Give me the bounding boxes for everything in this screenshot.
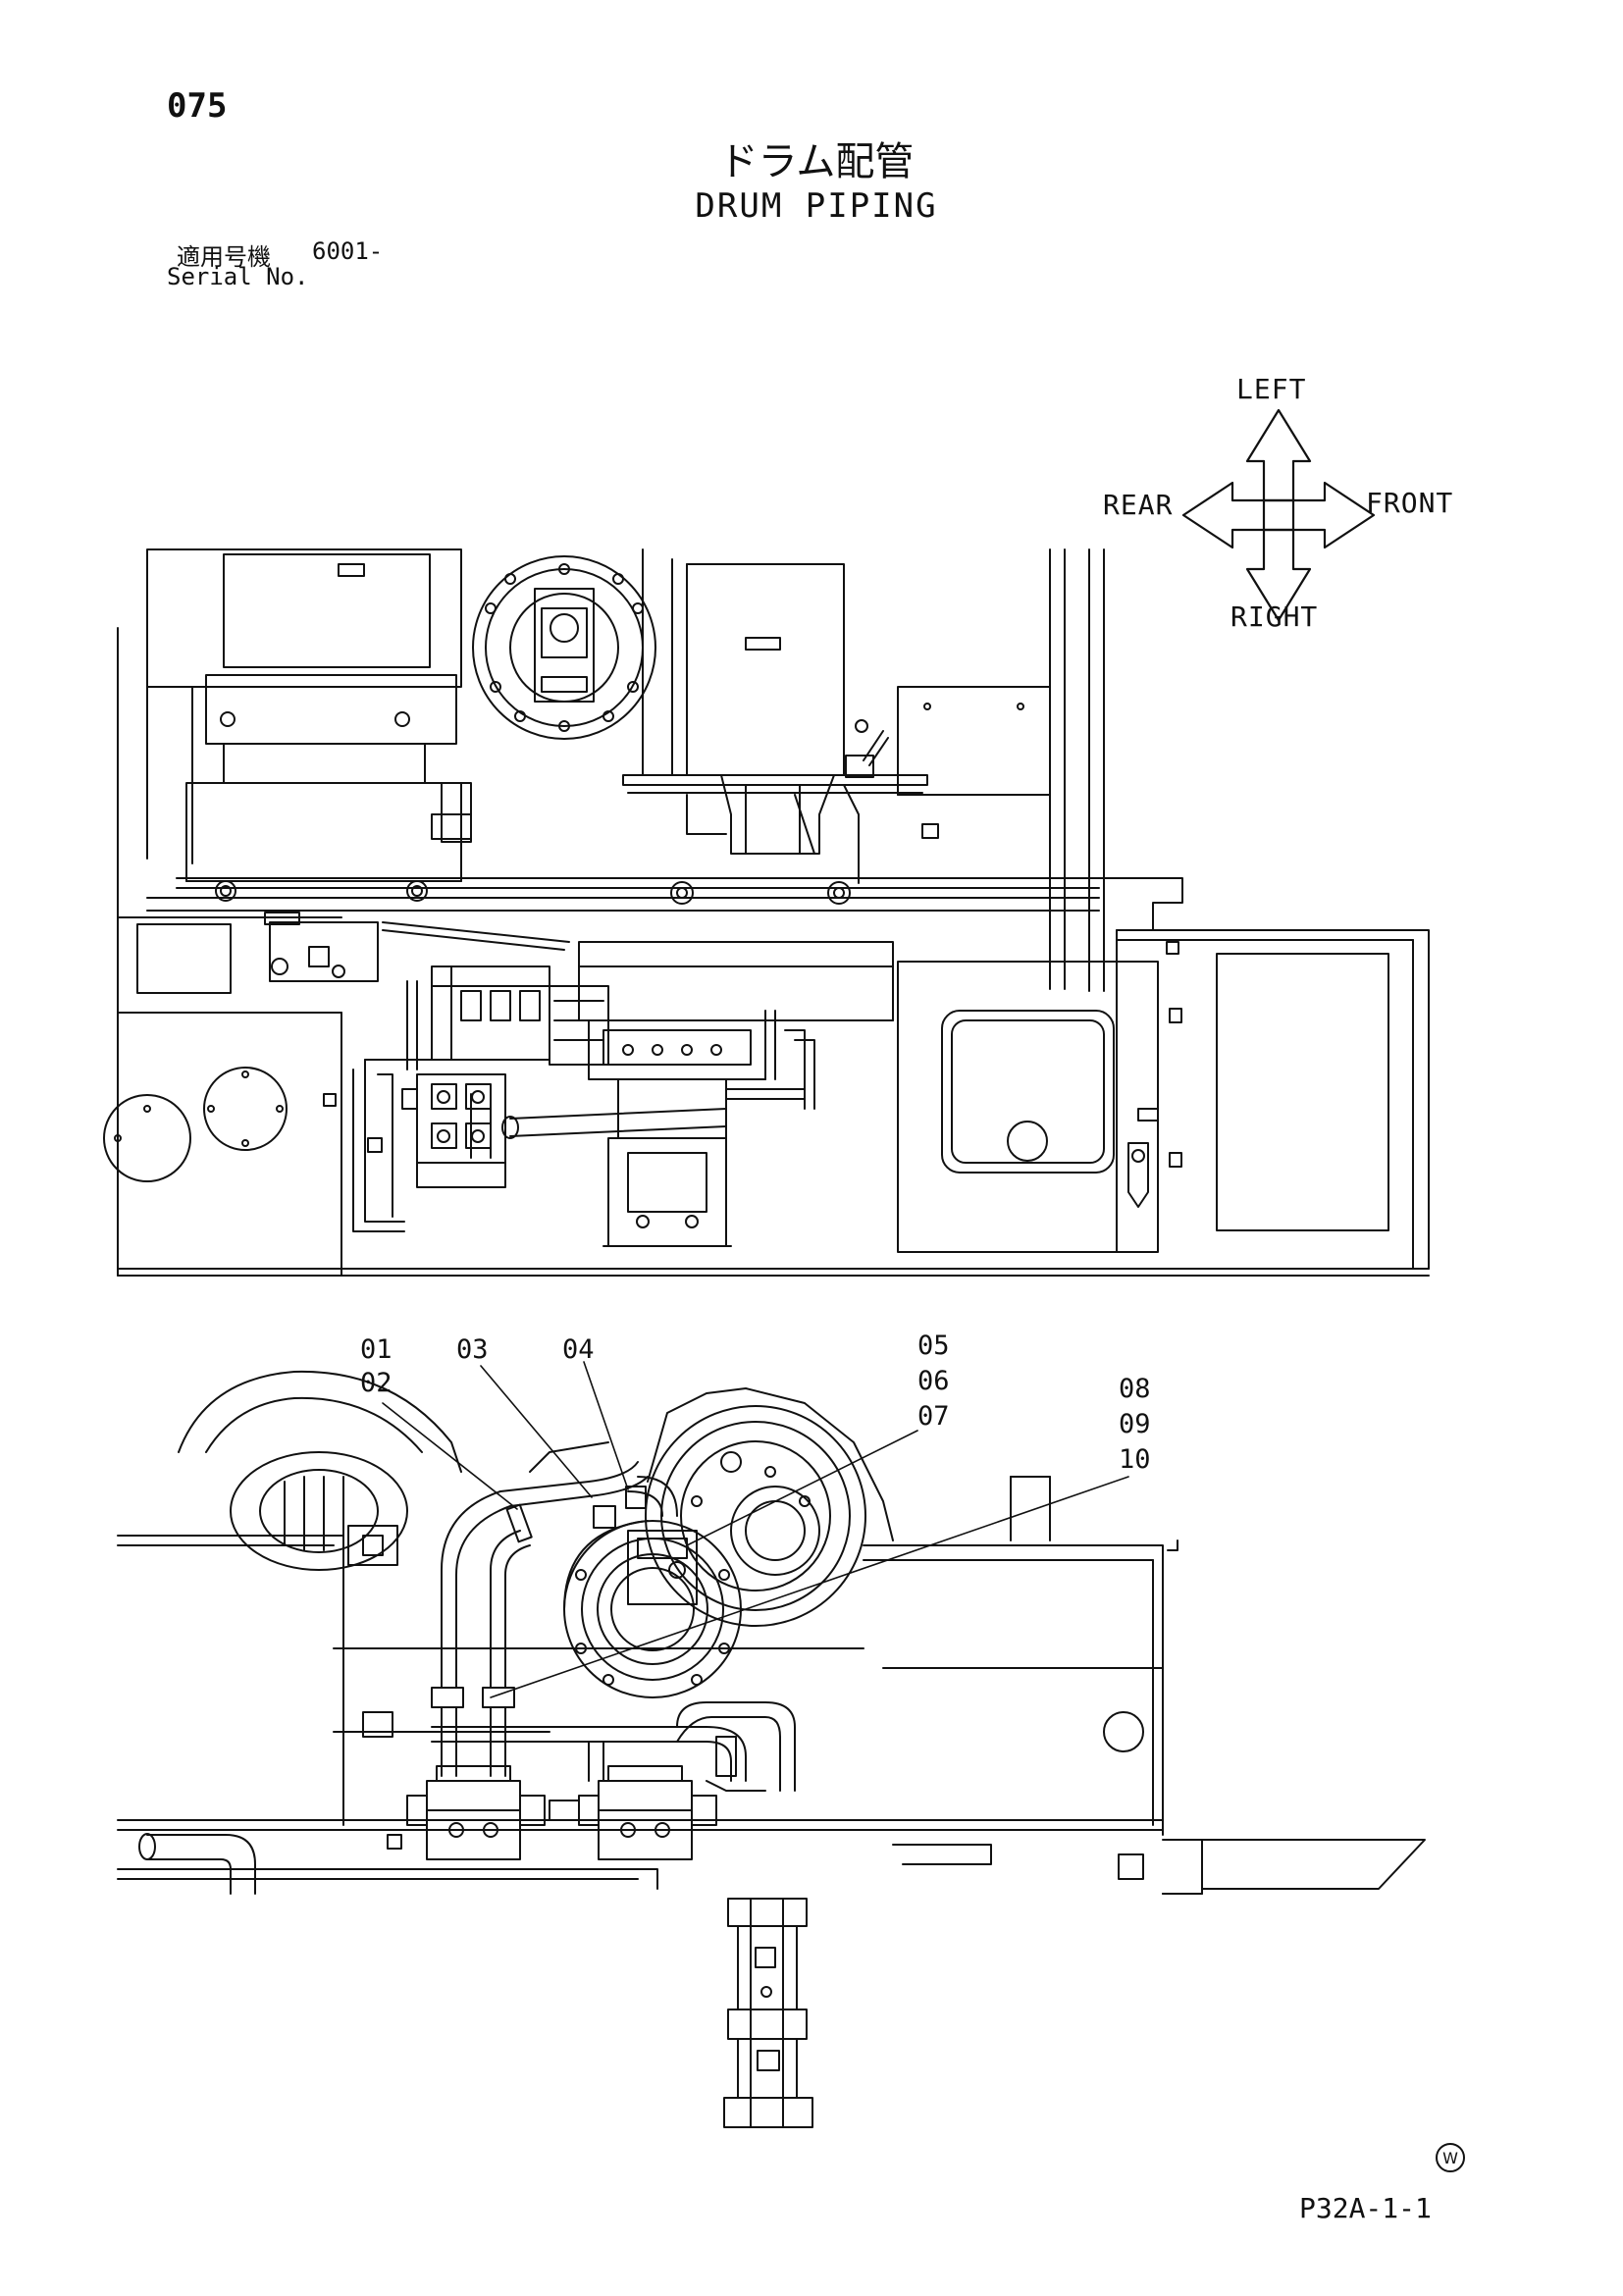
page-number: 075 [167,86,228,126]
drawing-code: P32A-1-1 [1299,2192,1432,2224]
bottom-valves [406,1765,717,1860]
direction-right-label: RIGHT [1230,600,1319,633]
part-number-06: 06 [917,1366,950,1396]
valve-block-top-view [367,965,609,1188]
main-drum [645,1387,894,1627]
direction-left-label: LEFT [1236,373,1307,405]
applicable-model-label: 適用号機 [177,243,271,271]
top-drum [472,555,656,740]
part-number-07: 07 [917,1401,950,1432]
page-title-japanese: ドラム配管 [718,139,915,184]
direction-front-label: FRONT [1366,487,1454,519]
compass-arrow-horizontal [1181,481,1376,549]
part-number-09: 09 [1119,1409,1151,1439]
part-number-10: 10 [1119,1444,1151,1475]
leader-lines [382,1361,1129,1698]
compass-arrow-vertical [1245,408,1312,622]
stamp-letter: W [1442,2149,1458,2167]
orientation-compass [1181,408,1376,622]
part-number-08: 08 [1119,1374,1151,1404]
hydraulic-pipes [431,1441,796,1792]
applicable-serial-range: 6001- [312,237,384,265]
part-number-02: 02 [360,1368,393,1398]
direction-rear-label: REAR [1103,489,1174,521]
serial-number-label: Serial No. [167,263,309,290]
lower-actuator [723,1898,813,2128]
part-number-04: 04 [562,1334,595,1365]
side-view [117,1370,1426,2128]
gear-housing [563,1486,820,1698]
top-view [103,548,1430,1277]
part-number-05: 05 [917,1331,950,1361]
publisher-stamp: W [1436,2143,1465,2172]
part-number-03: 03 [456,1334,489,1365]
left-drum [178,1370,462,1571]
part-number-01: 01 [360,1334,393,1365]
page-title-english: DRUM PIPING [695,186,938,226]
